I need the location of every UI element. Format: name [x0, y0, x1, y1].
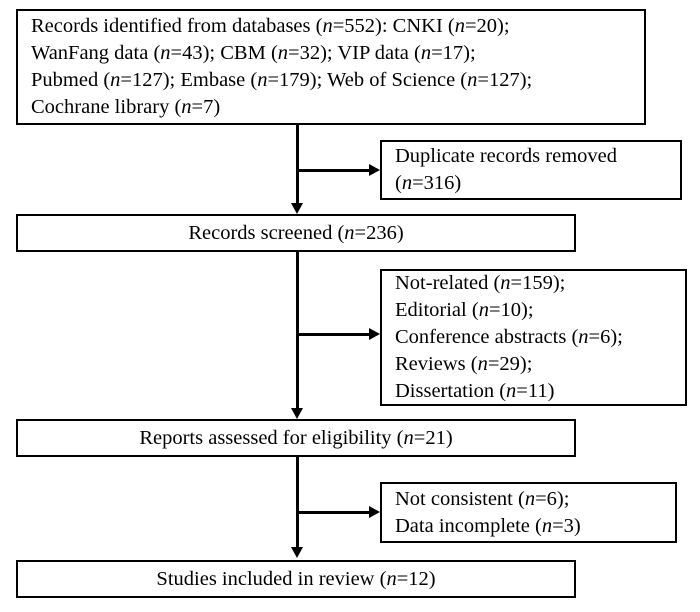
box-reports-excluded-reasons: Not consistent (n=6); Data incomplete (n… — [380, 482, 677, 543]
arrow-down-to-reports-assessed — [291, 408, 303, 419]
box-line: Records identified from databases (n=552… — [31, 15, 510, 37]
box-records-excluded-reasons: Not-related (n=159); Editorial (n=10); C… — [380, 269, 687, 406]
box-line: Pubmed (n=127); Embase (n=179); Web of S… — [31, 69, 533, 91]
box-duplicate-records-removed: Duplicate records removed (n=316) — [380, 140, 682, 200]
arrow-down-to-studies-included — [291, 547, 303, 558]
box-line: Data incomplete (n=3) — [395, 514, 581, 537]
box-line: Not-related (n=159); — [395, 272, 566, 294]
connector-trunk-2 — [296, 252, 299, 410]
box-line: Cochrane library (n=7) — [31, 96, 221, 118]
box-reports-assessed: Reports assessed for eligibility (n=21) — [16, 419, 576, 457]
connector-branch-records-excluded — [296, 333, 370, 336]
box-line: Dissertation (n=11) — [395, 380, 555, 402]
box-records-screened: Records screened (n=236) — [16, 214, 576, 252]
arrow-right-to-records-excluded — [369, 328, 380, 340]
connector-trunk-3 — [296, 457, 299, 549]
box-studies-included: Studies included in review (n=12) — [16, 560, 576, 598]
connector-trunk-1 — [296, 125, 299, 205]
box-records-identified: Records identified from databases (n=552… — [16, 9, 646, 125]
box-line: (n=316) — [395, 172, 462, 194]
box-line: Records screened (n=236) — [188, 221, 404, 244]
box-line: Editorial (n=10); — [395, 299, 534, 321]
arrow-right-to-reports-excluded — [369, 506, 380, 518]
box-line: WanFang data (n=43); CBM (n=32); VIP dat… — [31, 42, 476, 64]
box-line: Reviews (n=29); — [395, 353, 533, 375]
box-line: Studies included in review (n=12) — [156, 567, 436, 590]
connector-branch-reports-excluded — [296, 511, 370, 514]
box-line: Reports assessed for eligibility (n=21) — [139, 426, 453, 449]
arrow-down-to-records-screened — [291, 203, 303, 214]
connector-branch-duplicates — [296, 169, 370, 172]
arrow-right-to-duplicates — [369, 164, 380, 176]
box-line: Conference abstracts (n=6); — [395, 326, 623, 348]
box-line: Duplicate records removed — [395, 145, 617, 167]
box-line: Not consistent (n=6); — [395, 487, 570, 510]
